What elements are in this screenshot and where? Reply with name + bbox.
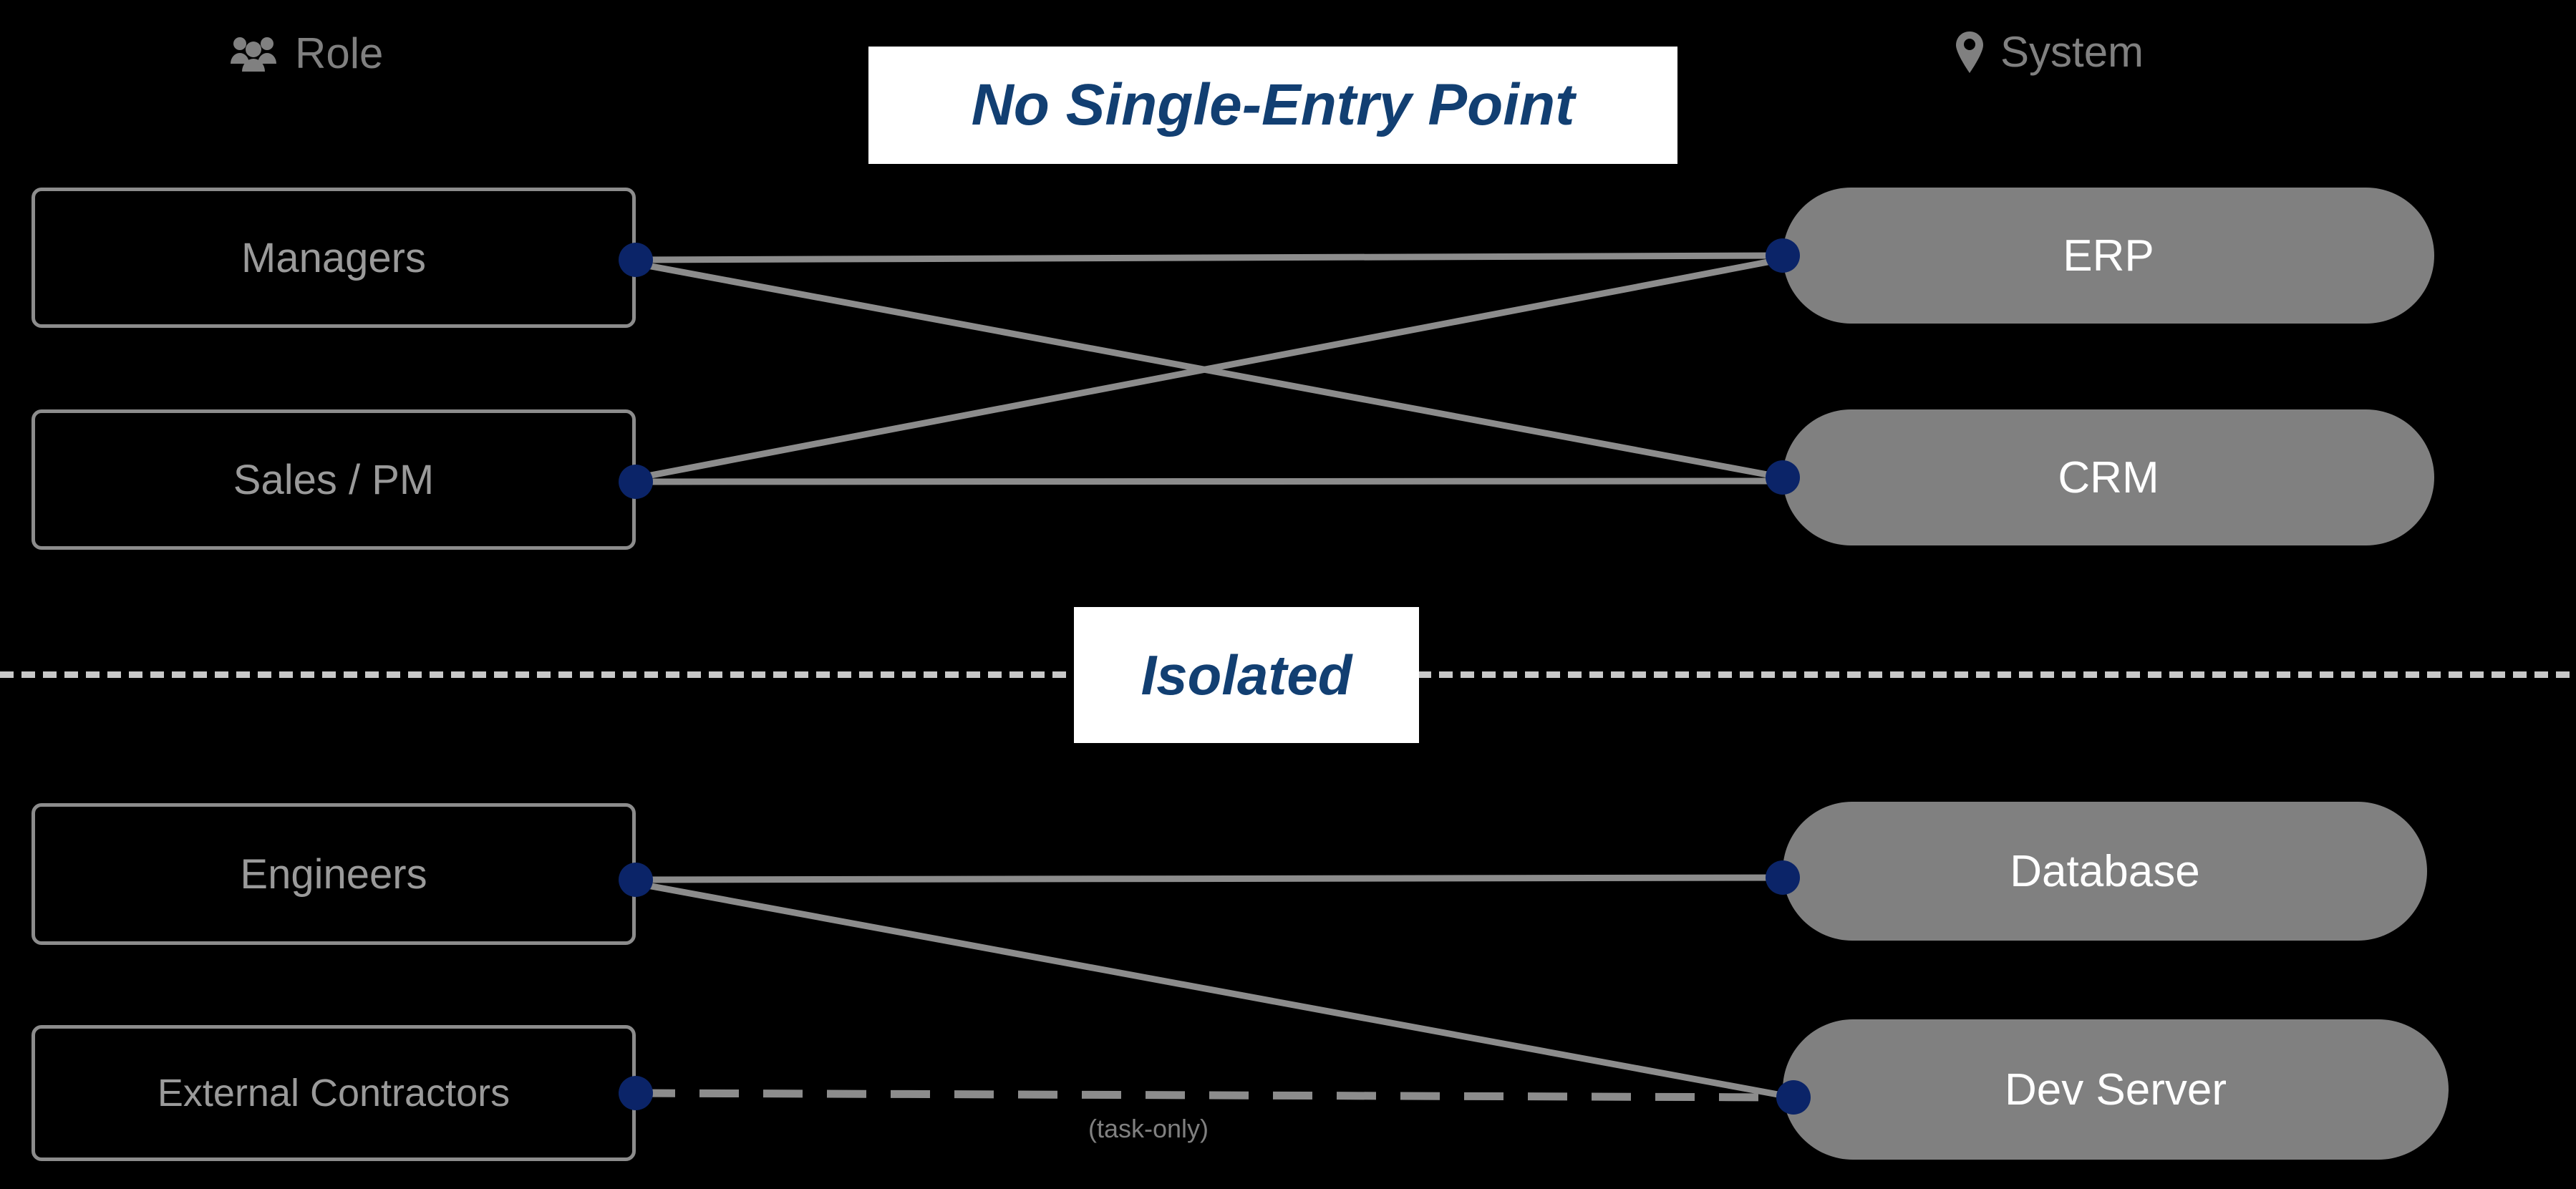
edge-label-task-only: (task-only) bbox=[1088, 1114, 1209, 1143]
role-node-engineers-label: Engineers bbox=[240, 850, 427, 898]
column-header-system-label: System bbox=[2000, 28, 2144, 76]
system-node-database[interactable]: Database bbox=[1783, 802, 2427, 941]
system-node-database-label: Database bbox=[2010, 846, 2200, 896]
edge-engineers-devserver bbox=[635, 880, 1794, 1101]
system-node-erp[interactable]: ERP bbox=[1783, 188, 2434, 324]
connector-dot-contractors[interactable] bbox=[619, 1076, 653, 1110]
connector-dot-database[interactable] bbox=[1766, 860, 1800, 895]
diagram-title-banner: No Single-Entry Point bbox=[868, 47, 1677, 164]
role-node-managers[interactable]: Managers bbox=[32, 188, 636, 328]
column-header-system: System bbox=[1955, 27, 2144, 77]
system-node-crm-label: CRM bbox=[2058, 452, 2159, 503]
column-header-role-label: Role bbox=[295, 29, 384, 77]
system-node-erp-label: ERP bbox=[2063, 230, 2154, 281]
column-header-role: Role bbox=[228, 29, 383, 78]
edge-contractors-devserver bbox=[635, 1089, 1783, 1102]
system-node-crm[interactable]: CRM bbox=[1783, 409, 2434, 545]
edge-managers-erp bbox=[635, 252, 1783, 263]
connector-dot-erp[interactable] bbox=[1766, 238, 1800, 273]
role-node-sales-pm[interactable]: Sales / PM bbox=[32, 409, 636, 550]
edge-salespm-crm bbox=[635, 477, 1783, 485]
role-node-managers-label: Managers bbox=[241, 234, 426, 281]
map-pin-icon bbox=[1955, 30, 1985, 74]
role-node-sales-pm-label: Sales / PM bbox=[233, 456, 435, 503]
connector-dot-salespm[interactable] bbox=[619, 465, 653, 499]
edge-engineers-database bbox=[635, 874, 1783, 883]
connector-dot-crm[interactable] bbox=[1766, 460, 1800, 495]
role-node-engineers[interactable]: Engineers bbox=[32, 803, 636, 945]
connector-dot-managers[interactable] bbox=[619, 243, 653, 277]
system-node-dev-server-label: Dev Server bbox=[2004, 1064, 2227, 1115]
connector-dot-engineers[interactable] bbox=[619, 863, 653, 897]
edge-salespm-erp bbox=[635, 256, 1783, 482]
role-node-external-contractors-label: External Contractors bbox=[157, 1072, 510, 1115]
isolated-divider-banner: Isolated bbox=[1074, 607, 1419, 743]
connector-dot-devserver[interactable] bbox=[1776, 1080, 1811, 1115]
role-node-external-contractors[interactable]: External Contractors bbox=[32, 1025, 636, 1161]
edge-managers-crm bbox=[635, 260, 1783, 481]
system-node-dev-server[interactable]: Dev Server bbox=[1783, 1019, 2449, 1160]
people-group-icon bbox=[228, 35, 279, 72]
